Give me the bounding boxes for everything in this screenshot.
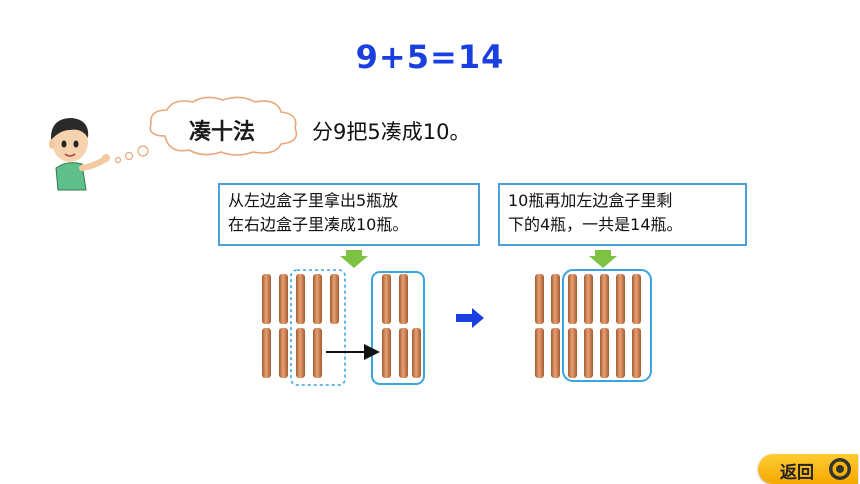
equation-title: 9+5=14: [355, 38, 505, 76]
back-button-label: 返回: [780, 463, 814, 483]
thought-dots: [114, 145, 149, 164]
result-bottles: [535, 274, 641, 378]
green-down-arrow-left: [340, 250, 368, 268]
back-button[interactable]: 返回: [758, 454, 858, 484]
method-name: 凑十法: [188, 120, 255, 145]
right-box: [371, 271, 425, 385]
left-explanation-box: 从左边盒子里拿出5瓶放 在右边盒子里凑成10瓶。: [218, 183, 480, 246]
child-character-illustration: [49, 118, 110, 191]
back-circle-icon: [829, 458, 851, 480]
right-explanation-line-1: 10瓶再加左边盒子里剩: [508, 191, 673, 210]
green-down-arrow-right: [589, 250, 617, 268]
left-group-bottles: [262, 274, 339, 378]
right-explanation-line-2: 下的4瓶，一共是14瓶。: [508, 215, 683, 234]
thought-cloud: [149, 96, 298, 156]
ten-box: [562, 269, 652, 382]
method-description: 分9把5凑成10。: [312, 120, 471, 144]
left-explanation-line-2: 在右边盒子里凑成10瓶。: [228, 215, 409, 234]
right-explanation-box: 10瓶再加左边盒子里剩 下的4瓶，一共是14瓶。: [498, 183, 747, 246]
blue-right-arrow: [456, 308, 484, 328]
right-box-bottles: [382, 274, 421, 378]
left-explanation-line-1: 从左边盒子里拿出5瓶放: [228, 191, 399, 210]
dotted-selection-box: [290, 269, 346, 386]
